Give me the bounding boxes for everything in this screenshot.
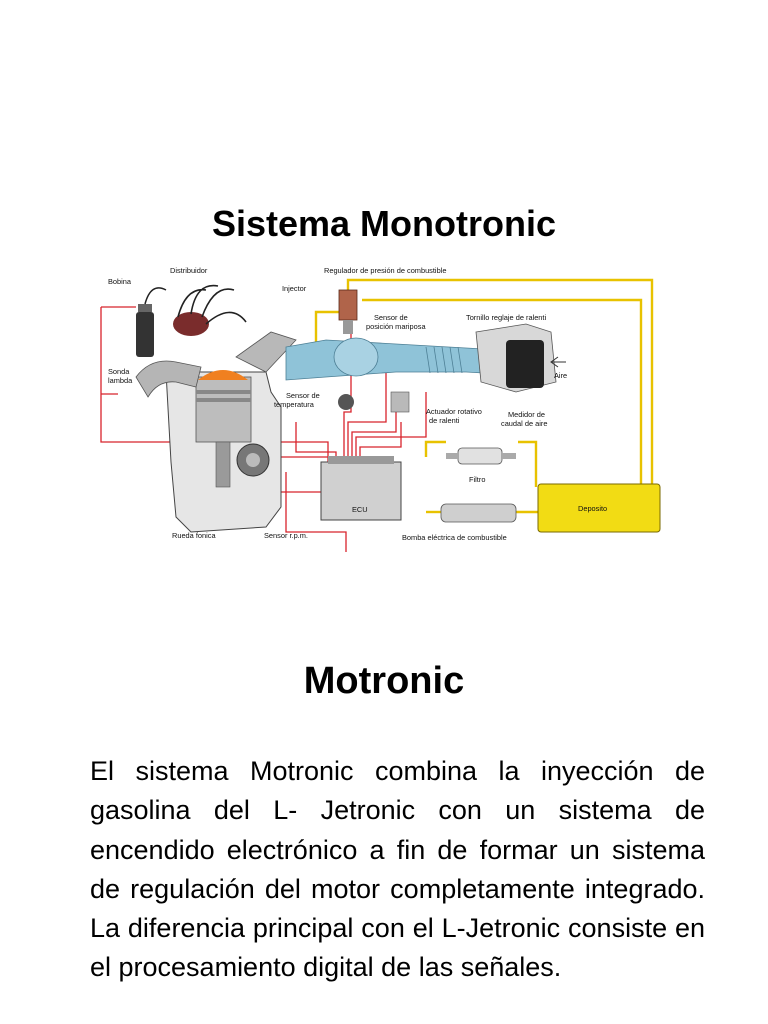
distributor	[173, 284, 247, 336]
label-regulador: Regulador de presión de combustible	[324, 266, 446, 275]
air-duct	[285, 337, 502, 381]
label-sensor-mariposa-1: Sensor de	[374, 313, 408, 322]
label-bobina: Bobina	[108, 277, 132, 286]
label-aire: Aire	[554, 371, 567, 380]
label-medidor-2: caudal de aire	[501, 419, 547, 428]
label-tornillo: Tornillo reglaje de ralenti	[466, 313, 546, 322]
temperature-sensor	[338, 394, 354, 410]
engine-block	[165, 370, 282, 533]
label-actuador-1: Actuador rotativo	[426, 407, 482, 416]
ecu-unit	[320, 456, 402, 521]
label-filtro: Filtro	[469, 475, 485, 484]
air-flow-meter	[475, 323, 566, 393]
label-sonda-2: lambda	[108, 376, 133, 385]
slide-title-monotronic: Sistema Monotronic	[211, 203, 557, 244]
label-sensor-mariposa-2: posición mariposa	[366, 322, 426, 331]
label-rueda: Rueda fonica	[172, 531, 216, 540]
motronic-description: El sistema Motronic combina la inyección…	[90, 756, 705, 983]
label-deposito: Deposito	[578, 504, 607, 513]
label-injector: Injector	[282, 284, 307, 293]
intake-manifold	[135, 331, 297, 398]
injector	[338, 289, 358, 334]
idle-actuator	[390, 391, 410, 413]
slide-title-motronic: Motronic	[303, 660, 465, 702]
label-sensor-rpm: Sensor r.p.m.	[264, 531, 308, 540]
label-sensor-temp-2: temperatura	[274, 400, 315, 409]
label-medidor-1: Medidor de	[508, 410, 545, 419]
label-distribuidor: Distribuidor	[170, 266, 208, 275]
label-actuador-2: de ralenti	[429, 416, 460, 425]
label-sonda-1: Sonda	[108, 367, 130, 376]
fuel-tank	[537, 483, 661, 533]
label-sensor-temp-1: Sensor de	[286, 391, 320, 400]
monotronic-system-diagram: Bobina Distribuidor Regulador de presión…	[100, 266, 661, 552]
fuel-pump	[440, 503, 517, 523]
label-ecu: ECU	[352, 505, 368, 514]
fuel-filter	[446, 447, 516, 465]
label-bomba: Bomba eléctrica de combustible	[402, 533, 507, 542]
ignition-coil	[136, 287, 167, 357]
